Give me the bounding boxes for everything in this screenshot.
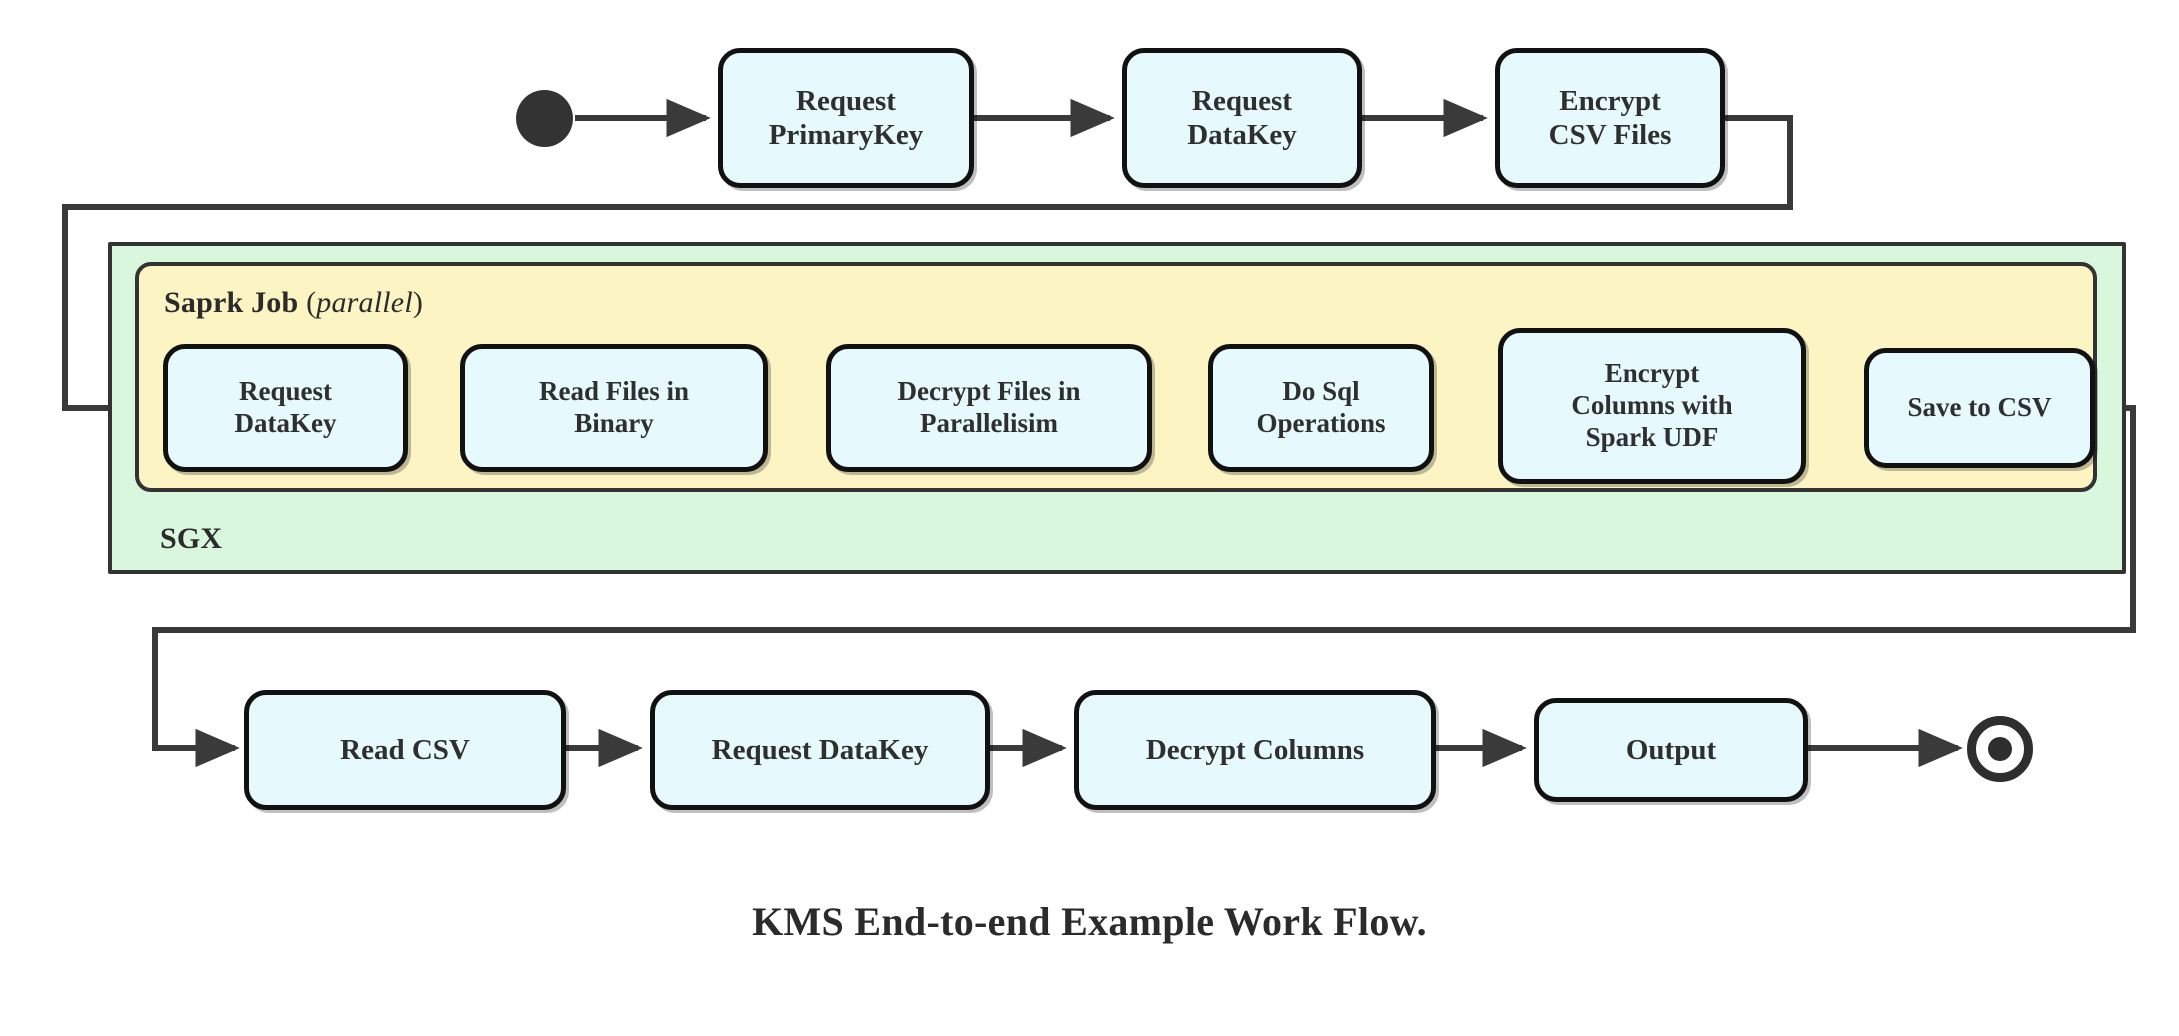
node-label: Decrypt Files in Parallelisim bbox=[897, 376, 1081, 438]
node-decrypt-files-in-parallelisim[interactable]: Decrypt Files in Parallelisim bbox=[826, 344, 1152, 472]
node-label: Request DataKey bbox=[711, 733, 929, 766]
node-read-files-in-binary[interactable]: Read Files in Binary bbox=[460, 344, 768, 472]
node-encrypt-csv-files[interactable]: Encrypt CSV Files bbox=[1495, 48, 1725, 188]
sgx-container-label: SGX bbox=[160, 522, 223, 555]
node-label: Read Files in Binary bbox=[538, 376, 689, 438]
node-encrypt-columns-with-spark-udf[interactable]: Encrypt Columns with Spark UDF bbox=[1498, 328, 1806, 484]
node-label: Request DataKey bbox=[1187, 84, 1297, 151]
node-label: Request DataKey bbox=[234, 376, 337, 438]
node-label: Request PrimaryKey bbox=[768, 84, 924, 151]
start-node bbox=[516, 90, 573, 147]
node-label: Encrypt CSV Files bbox=[1548, 84, 1672, 151]
node-label: Do Sql Operations bbox=[1256, 376, 1386, 438]
node-label: Encrypt Columns with Spark UDF bbox=[1571, 358, 1733, 452]
spark-label-parallel: parallel bbox=[316, 286, 413, 319]
node-read-csv[interactable]: Read CSV bbox=[244, 690, 566, 810]
node-label: Save to CSV bbox=[1907, 392, 2052, 423]
diagram-caption: KMS End-to-end Example Work Flow. bbox=[752, 899, 1427, 944]
end-node-inner-dot bbox=[1988, 737, 2012, 761]
spark-label-paren-close: ) bbox=[412, 286, 424, 319]
node-decrypt-columns[interactable]: Decrypt Columns bbox=[1074, 690, 1436, 810]
node-request-datakey-spark[interactable]: Request DataKey bbox=[163, 344, 408, 472]
node-label: Output bbox=[1625, 733, 1717, 766]
node-request-datakey-top[interactable]: Request DataKey bbox=[1122, 48, 1362, 188]
node-request-datakey-bottom[interactable]: Request DataKey bbox=[650, 690, 990, 810]
spark-job-container-label: Saprk Job (parallel) bbox=[164, 286, 424, 319]
node-output[interactable]: Output bbox=[1534, 698, 1808, 802]
node-label: Read CSV bbox=[340, 733, 470, 766]
spark-label-paren-open: ( bbox=[306, 286, 317, 319]
node-request-primarykey[interactable]: Request PrimaryKey bbox=[718, 48, 974, 188]
node-label: Decrypt Columns bbox=[1145, 733, 1365, 766]
node-do-sql-operations[interactable]: Do Sql Operations bbox=[1208, 344, 1434, 472]
node-save-to-csv[interactable]: Save to CSV bbox=[1864, 348, 2095, 468]
end-node bbox=[1967, 716, 2033, 782]
